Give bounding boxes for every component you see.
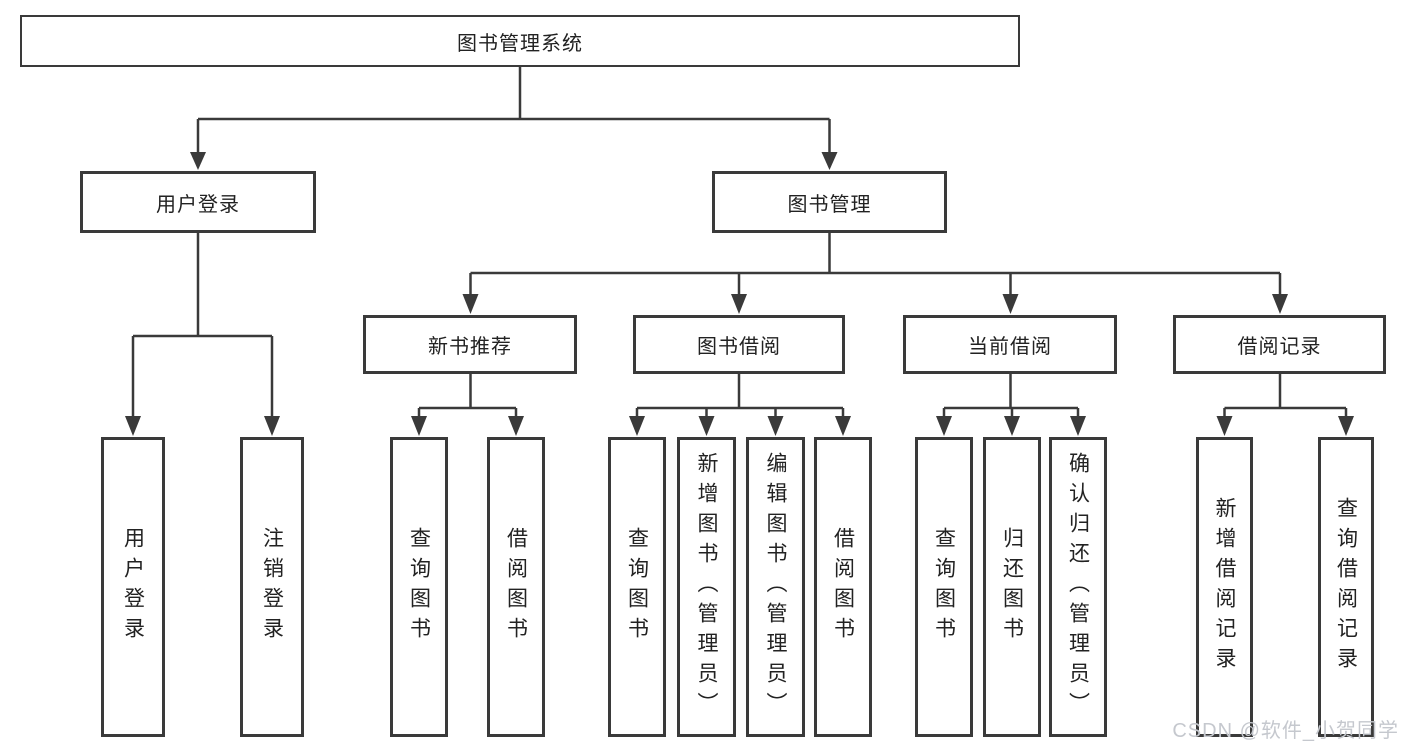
arrowhead: [508, 416, 524, 436]
arrowhead: [190, 152, 206, 170]
arrowhead: [835, 416, 851, 436]
node-label: 查询图书: [407, 527, 431, 647]
node-label: 图书管理系统: [457, 32, 583, 55]
node-label: 图书管理: [787, 193, 872, 216]
csdn-watermark: CSDN @软件_小贺同学: [1172, 720, 1399, 742]
node-label: 编辑图书（管理员）: [764, 452, 787, 722]
node-leaf-cb-confirm-return-admin: 确认归还（管理员）: [1049, 437, 1107, 737]
node-label: 用户登录: [121, 527, 145, 647]
node-leaf-bb-query-books: 查询图书: [608, 437, 666, 737]
arrowhead: [1070, 416, 1086, 436]
node-leaf-user-login: 用户登录: [101, 437, 165, 737]
node-label: 用户登录: [156, 193, 240, 216]
node-leaf-logout: 注销登录: [240, 437, 304, 737]
node-user-login: 用户登录: [80, 171, 316, 233]
node-leaf-bb-edit-books-admin: 编辑图书（管理员）: [746, 437, 805, 737]
node-leaf-cb-query-books: 查询图书: [915, 437, 973, 737]
node-leaf-bb-add-books-admin: 新增图书（管理员）: [677, 437, 736, 737]
node-book-management: 图书管理: [712, 171, 947, 233]
node-label: 新增图书（管理员）: [695, 452, 718, 722]
node-label: 新增借阅记录: [1213, 497, 1236, 677]
connector-root-to-level2: [190, 67, 838, 170]
arrowhead: [125, 416, 141, 436]
connector-borrow-records-to-leaves: [1216, 374, 1354, 436]
arrowhead: [1338, 416, 1354, 436]
node-leaf-br-add-record: 新增借阅记录: [1196, 437, 1253, 737]
node-new-book-recommend: 新书推荐: [363, 315, 577, 374]
node-book-borrow: 图书借阅: [633, 315, 845, 374]
connector-current-borrow-to-leaves: [936, 374, 1086, 436]
node-label: 查询图书: [932, 527, 956, 647]
node-current-borrow: 当前借阅: [903, 315, 1117, 374]
arrowhead: [936, 416, 952, 436]
node-library-management-system: 图书管理系统: [20, 15, 1020, 67]
connector-user-login-to-leaves: [125, 233, 280, 436]
node-leaf-bb-borrow-books: 借阅图书: [814, 437, 872, 737]
node-leaf-cb-return-books: 归还图书: [983, 437, 1041, 737]
connector-book-borrow-to-leaves: [629, 374, 851, 436]
node-label: 查询图书: [625, 527, 649, 647]
arrowhead: [1272, 294, 1288, 314]
node-label: 确认归还（管理员）: [1066, 452, 1090, 722]
node-label: 当前借阅: [968, 336, 1052, 358]
arrowhead: [1004, 416, 1020, 436]
node-label: 借阅记录: [1237, 336, 1322, 358]
arrowhead: [1216, 416, 1233, 436]
arrowhead: [264, 416, 280, 436]
connector-new-book-recommend-to-leaves: [411, 374, 524, 436]
arrowhead: [821, 152, 838, 170]
arrowhead: [1002, 294, 1019, 314]
arrowhead: [767, 416, 784, 436]
node-label: 注销登录: [260, 527, 284, 647]
node-borrow-records: 借阅记录: [1173, 315, 1386, 374]
arrowhead: [462, 294, 479, 314]
arrowhead: [731, 294, 747, 314]
node-label: 借阅图书: [831, 527, 855, 647]
node-leaf-nbr-borrow-books: 借阅图书: [487, 437, 545, 737]
node-label: 借阅图书: [504, 527, 528, 647]
node-label: 图书借阅: [697, 336, 781, 358]
node-label: 归还图书: [1000, 527, 1024, 647]
node-leaf-nbr-query-books: 查询图书: [390, 437, 448, 737]
node-label: 查询借阅记录: [1334, 497, 1358, 677]
connector-book-management-to-level3: [462, 233, 1288, 314]
arrowhead: [629, 416, 645, 436]
arrowhead: [411, 416, 427, 436]
node-label: 新书推荐: [428, 336, 512, 358]
arrowhead: [698, 416, 715, 436]
node-leaf-br-query-record: 查询借阅记录: [1318, 437, 1374, 737]
